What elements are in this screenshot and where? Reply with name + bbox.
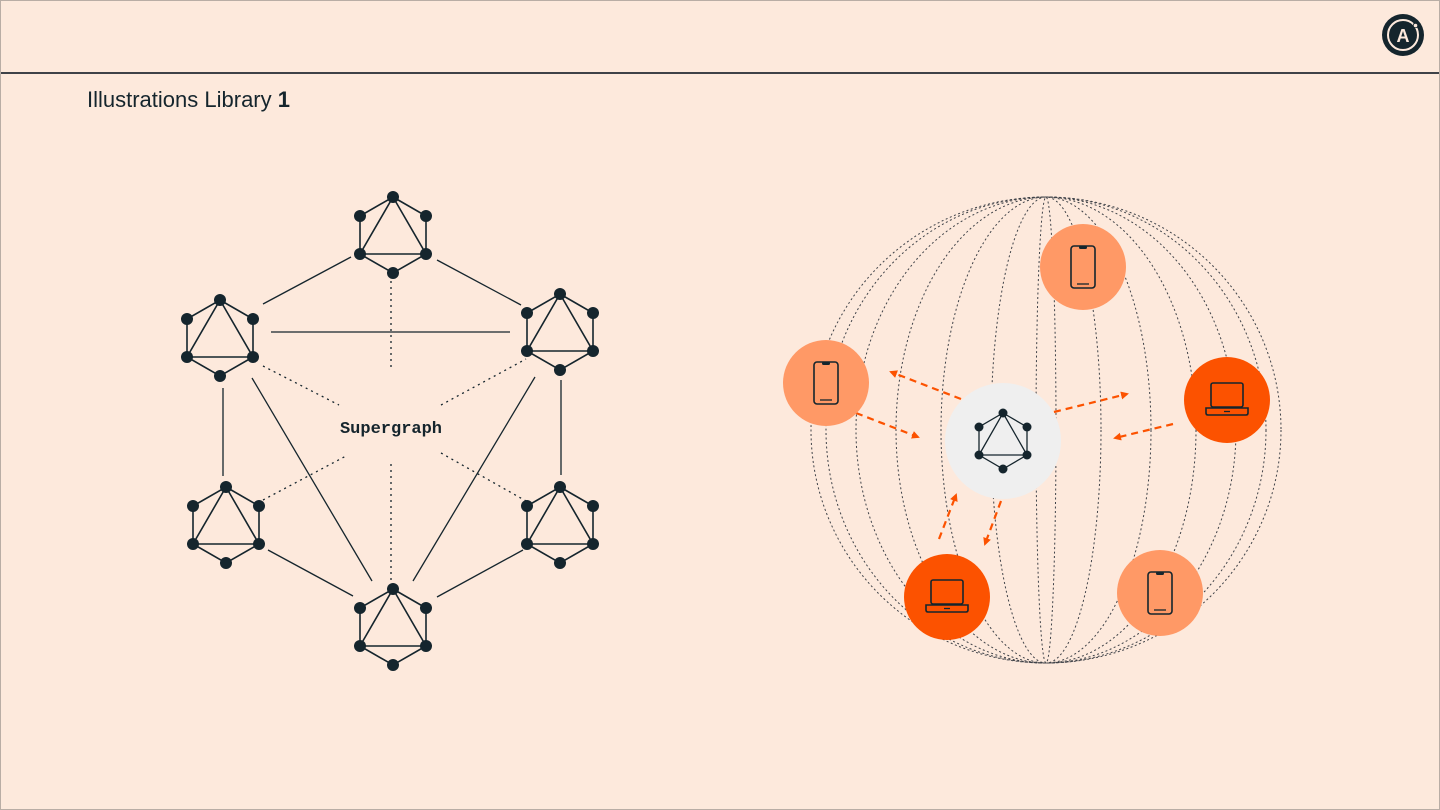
supergraph-diagram: Supergraph bbox=[178, 190, 602, 672]
apollo-logo-icon: A bbox=[1382, 14, 1424, 56]
traffic-arrows bbox=[855, 370, 1174, 546]
graphql-icon bbox=[518, 480, 602, 570]
client-phone-left bbox=[783, 340, 869, 426]
graphql-icon bbox=[518, 287, 602, 377]
logo-letter: A bbox=[1397, 26, 1410, 46]
client-phone-bottom-right bbox=[1117, 550, 1203, 636]
page-title: Illustrations Library 1 bbox=[87, 87, 290, 113]
graphql-icon bbox=[178, 293, 262, 383]
client-laptop-right bbox=[1184, 357, 1270, 443]
graphql-icon bbox=[184, 480, 268, 570]
title-text: Illustrations Library bbox=[87, 87, 272, 112]
client-laptop-bottom bbox=[904, 554, 990, 640]
graphql-icon bbox=[351, 190, 435, 280]
title-number: 1 bbox=[277, 87, 291, 112]
supergraph-links bbox=[222, 256, 562, 598]
supergraph-label: Supergraph bbox=[340, 420, 442, 439]
client-phone-top bbox=[1040, 224, 1126, 310]
top-bar bbox=[1, 1, 1439, 74]
graphql-icon bbox=[351, 582, 435, 672]
hub-circle bbox=[945, 383, 1061, 499]
supergraph-dotted-links bbox=[262, 269, 527, 581]
globe-diagram bbox=[783, 196, 1282, 664]
